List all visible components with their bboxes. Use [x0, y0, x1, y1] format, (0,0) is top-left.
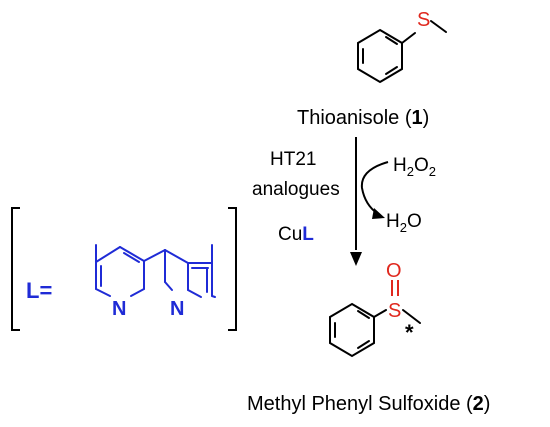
thioanisole-structure [357, 20, 447, 84]
oxidant-h2o2: H2O2 [393, 155, 436, 179]
ligand-brackets [11, 207, 237, 331]
c-s-bond-bottom [373, 309, 387, 318]
benzene-ring-top [357, 28, 403, 84]
c-s-bond-top [401, 32, 416, 44]
reaction-arrow-head [350, 252, 362, 266]
nitrogen-right: N [170, 298, 184, 320]
nitrogen-left: N [112, 298, 126, 320]
stereocenter-mark: * [405, 320, 414, 345]
right-bracket [228, 207, 237, 331]
benzene-ring-bottom [329, 302, 375, 358]
s-methyl-bond-top [430, 20, 447, 33]
left-bracket [11, 207, 20, 331]
curved-arrow-head [372, 208, 385, 219]
ligand-label: L= [26, 278, 52, 303]
sulfur-atom-top: S [417, 9, 430, 31]
sulfoxide-double-bond [391, 280, 399, 296]
reactant-label: Thioanisole (1) [297, 107, 429, 129]
catalyst-label: CuL [278, 224, 314, 245]
sulfoxide-structure [329, 302, 421, 358]
product-label: Methyl Phenyl Sulfoxide (2) [247, 393, 490, 415]
reagent-analogues: analogues [252, 179, 340, 200]
reagent-ht21: HT21 [270, 149, 316, 170]
curved-arrow [360, 161, 389, 215]
bipyridine-structure [95, 244, 216, 298]
s-methyl-bond-bottom [402, 309, 421, 324]
sulfur-atom-bottom: S [388, 300, 401, 322]
oxygen-atom: O [386, 260, 402, 282]
byproduct-h2o: H2O [386, 211, 422, 235]
